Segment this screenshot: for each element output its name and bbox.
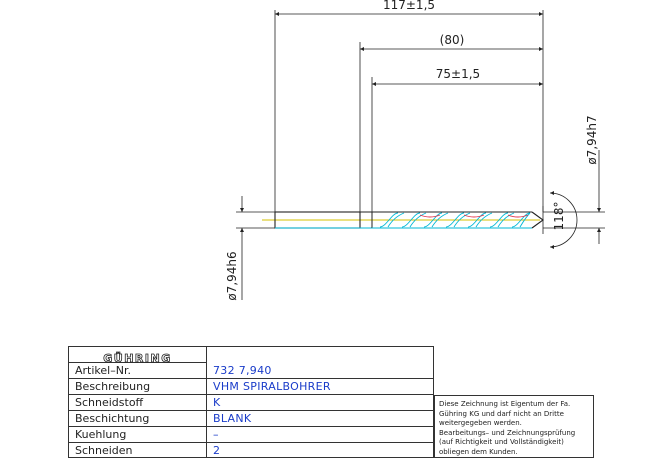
flute-curve bbox=[507, 214, 529, 218]
flute-curve bbox=[489, 212, 509, 228]
flute-curve bbox=[445, 212, 465, 228]
logo-cell: GÜHRING bbox=[69, 347, 207, 366]
title-block: GÜHRING Artikel–Nr. 732 7,940 Beschreibu… bbox=[68, 346, 434, 458]
dim-text-flute: 75±1,5 bbox=[436, 67, 480, 81]
flute-curve bbox=[463, 214, 485, 218]
dim-arc-point-angle bbox=[549, 191, 578, 249]
row-schneidstoff-value: K bbox=[207, 395, 433, 411]
notice-line: (auf Richtigkeit und Vollständigkeit) bbox=[439, 438, 564, 447]
flute-curve bbox=[409, 212, 427, 228]
dim-text-shank-diameter: ø7,94h6 bbox=[225, 251, 239, 300]
notice-line: weitergegeben werden. bbox=[439, 419, 522, 428]
row-kuehlung-label: Kuehlung bbox=[69, 427, 207, 443]
flute-curve bbox=[423, 212, 443, 228]
flute-curve bbox=[497, 212, 515, 228]
flute-curve bbox=[387, 212, 405, 228]
notice-line: Gühring KG und darf nicht an Dritte bbox=[439, 409, 564, 418]
flute-curve bbox=[379, 212, 399, 228]
notice-line: Bearbeitungs– und Zeichnungsprüfung bbox=[439, 428, 576, 437]
dim-text-overall: 117±1,5 bbox=[383, 0, 435, 12]
notice-line: obliegen dem Kunden. bbox=[439, 447, 518, 456]
row-beschichtung-label: Beschichtung bbox=[69, 411, 207, 427]
flute-curve bbox=[431, 212, 449, 228]
notice-line: Diese Zeichnung ist Eigentum der Fa. bbox=[439, 400, 571, 408]
dim-text-reference: (80) bbox=[440, 33, 465, 47]
flute-curve bbox=[475, 212, 493, 228]
flute-curve bbox=[519, 212, 531, 228]
flute-helix-lines bbox=[379, 212, 531, 228]
flute-curve bbox=[467, 212, 487, 228]
ownership-notice: Diese Zeichnung ist Eigentum der Fa. Güh… bbox=[434, 395, 594, 458]
row-schneiden-value: 2 bbox=[213, 444, 221, 457]
flute-curve bbox=[511, 212, 531, 228]
extension-lines bbox=[236, 10, 605, 229]
row-artikel-value: 732 7,940 bbox=[207, 363, 433, 379]
row-beschreibung-value: VHM SPIRALBOHRER bbox=[207, 379, 433, 395]
flute-curve bbox=[453, 212, 471, 228]
row-schneidstoff-label: Schneidstoff bbox=[69, 395, 207, 411]
row-artikel-label: Artikel–Nr. bbox=[69, 363, 207, 379]
guhring-logo: GÜHRING bbox=[103, 352, 172, 366]
row-beschichtung-value: BLANK bbox=[207, 411, 433, 427]
dimension-lines bbox=[240, 12, 601, 300]
drill-body bbox=[262, 206, 544, 234]
dim-text-tip-diameter: ø7,94h7 bbox=[585, 115, 599, 164]
row-kuehlung-value: – bbox=[207, 427, 433, 443]
dim-text-point-angle: 118° bbox=[552, 202, 566, 231]
flute-curve bbox=[401, 212, 421, 228]
flute-curve bbox=[419, 214, 441, 218]
row-schneiden-label: Schneiden bbox=[69, 443, 207, 458]
row-beschreibung-label: Beschreibung bbox=[69, 379, 207, 395]
